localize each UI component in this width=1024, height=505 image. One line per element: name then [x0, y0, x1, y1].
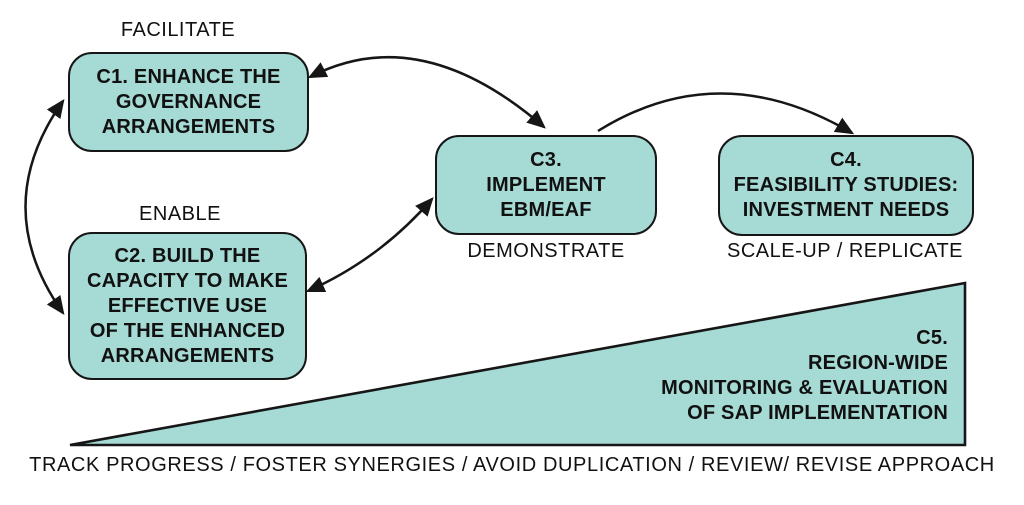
arrow-c3-c4 — [597, 92, 855, 135]
label-facilitate: FACILITATE — [120, 19, 236, 41]
arrow-c1-c3 — [307, 55, 546, 129]
c5-triangle-label: C5. REGION-WIDE MONITORING & EVALUATION … — [661, 327, 948, 424]
c5-triangle — [69, 281, 967, 447]
box-c2-build-capacity: C2. BUILD THE CAPACITY TO MAKE EFFECTIVE… — [68, 232, 307, 380]
label-enable: ENABLE — [139, 203, 221, 225]
label-track-progress: TRACK PROGRESS / FOSTER SYNERGIES / AVOI… — [29, 454, 995, 476]
box-c1-enhance-governance: C1. ENHANCE THE GOVERNANCE ARRANGEMENTS — [68, 52, 309, 152]
label-demonstrate: DEMONSTRATE — [467, 240, 625, 262]
arrow-c1-c2 — [24, 98, 65, 316]
label-scale-up-replicate: SCALE-UP / REPLICATE — [727, 240, 963, 262]
box-c3-implement-ebm-eaf: C3. IMPLEMENT EBM/EAF — [435, 135, 657, 235]
arrow-c2-c3 — [305, 197, 434, 293]
box-c4-feasibility-studies: C4. FEASIBILITY STUDIES: INVESTMENT NEED… — [718, 135, 974, 236]
